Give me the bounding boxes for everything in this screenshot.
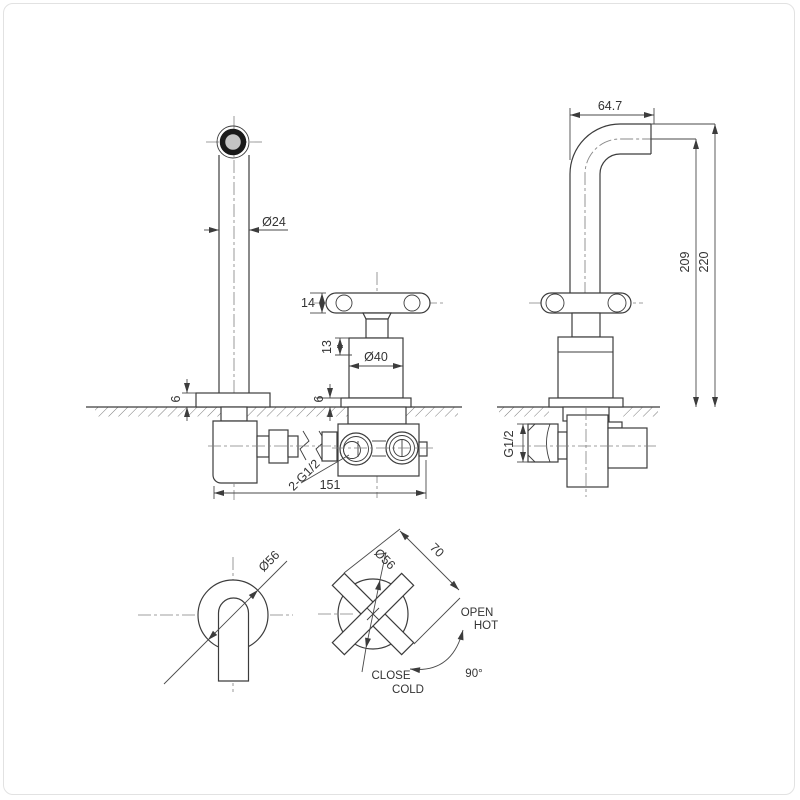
valve-neck (347, 406, 407, 425)
dimension-overall-width: 151 (320, 478, 341, 492)
handle-stem-taper (362, 312, 392, 320)
valve-neck-side (557, 431, 568, 460)
valve-lower-body (566, 414, 609, 488)
spout-inner-curve (599, 153, 651, 175)
side-view: 64.7 220 209 G1/2 (497, 99, 718, 497)
outlet-hex-nut (527, 423, 559, 463)
wall-hatching (247, 407, 348, 417)
close-label: CLOSE (372, 670, 411, 682)
pipe-break-symbol (299, 430, 310, 461)
handle-bar (540, 292, 632, 314)
front-view: Ø24 14 13 Ø40 6 6 2-G1/2 151 (86, 116, 462, 500)
rotation-annotation: OPEN HOT CLOSE COLD 90° (372, 607, 499, 696)
dimension-outlet-thread: G1/2 (502, 430, 516, 457)
valve-rear-block (607, 427, 648, 469)
handle-bar-end-circle (335, 294, 353, 312)
image-border (3, 3, 795, 795)
connector-step (287, 435, 299, 458)
open-label: OPEN (461, 607, 494, 619)
valve-body (557, 336, 614, 399)
handle-bar (325, 292, 431, 314)
spout-top-view: Ø56 (138, 548, 293, 692)
wall-hatching (499, 407, 549, 417)
connector-piece (321, 431, 338, 462)
dimension-valve-flange: 6 (312, 395, 326, 402)
spout-outlet-outer-circle (216, 125, 250, 159)
valve-lower-body (337, 423, 420, 477)
handle-bar-end-circle (403, 294, 421, 312)
handle-flange-circle (337, 578, 409, 650)
handle-stem (571, 312, 601, 338)
dimension-overall-height: 220 (697, 252, 711, 273)
dimension-handle-flange-diameter: Ø56 (372, 546, 399, 573)
thread-leader-line (300, 454, 350, 484)
wall-hatching (623, 407, 658, 417)
spout-tube-top (217, 597, 250, 682)
handle-bar-end-circle (607, 293, 627, 313)
connector-ring (268, 429, 289, 464)
hex-facet (527, 454, 536, 463)
valve-step (607, 421, 623, 429)
spout-wall-flange (195, 392, 271, 408)
spout-elbow-body (212, 420, 258, 484)
valve-wall-flange (548, 397, 624, 408)
rotation-angle-label: 90° (465, 668, 482, 680)
spout-front (195, 116, 343, 500)
spout-curve-centerline (584, 138, 651, 405)
connector-step (256, 435, 270, 458)
valve-body (348, 337, 404, 399)
hex-facet (527, 423, 536, 432)
dimension-spout-flange-diameter: Ø56 (256, 548, 283, 575)
spout-collar (220, 406, 248, 422)
dimension-spout-diameter: Ø24 (262, 215, 286, 229)
side-dimensions: 64.7 220 209 G1/2 (502, 99, 718, 463)
valve-side-stub (418, 441, 428, 457)
valve-side (512, 292, 656, 497)
spout-outer-curve (569, 123, 651, 175)
dimension-spout-reach: 64.7 (598, 99, 622, 113)
rotation-arrow (409, 629, 464, 674)
dimension-handle-span: 70 (427, 540, 447, 560)
wall-hatching (406, 407, 458, 417)
dimension-handle-bar: 14 (301, 296, 315, 310)
handle-top-view: Ø56 70 OPEN HOT CLOSE COLD 90° (318, 528, 499, 696)
dimension-cap-height: 13 (320, 340, 334, 354)
dimension-spout-flange: 6 (169, 395, 183, 402)
hex-facet-curve (546, 423, 551, 463)
valve-wall-flange (340, 397, 412, 408)
dimension-inlet-thread: 2-G1/2 (286, 457, 323, 494)
inlet-port-left-core (343, 441, 361, 459)
wall-hatching (95, 407, 221, 417)
cold-label: COLD (392, 684, 424, 696)
dimension-outlet-height: 209 (678, 252, 692, 273)
spout-outlet-ring (219, 128, 247, 156)
handle-stem (365, 318, 389, 339)
dimension-body-diameter: Ø40 (364, 350, 388, 364)
inlet-port-left (339, 432, 373, 466)
hot-label: HOT (474, 620, 498, 632)
handle-bar-end-circle (545, 293, 565, 313)
